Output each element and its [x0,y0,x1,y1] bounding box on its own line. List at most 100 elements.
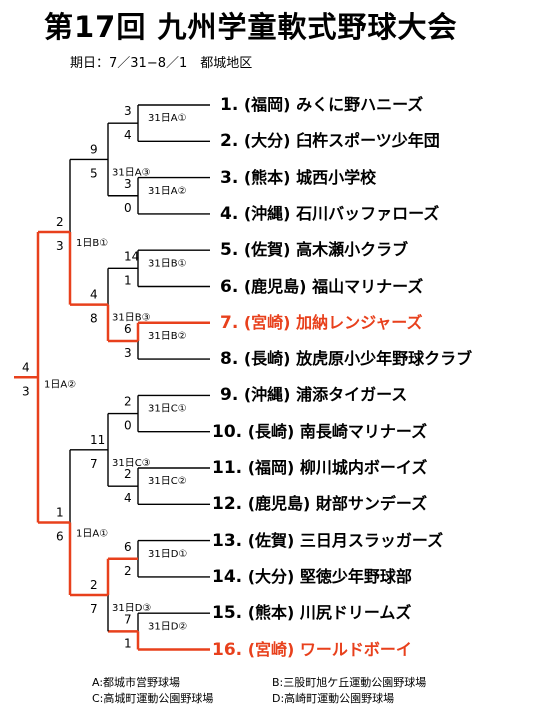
team-entry: 7. (宮崎) 加納レンジャーズ [220,313,422,333]
team-prefecture: (沖縄) [238,203,297,223]
team-name: 浦添タイガース [296,385,408,405]
team-name: 福山マリナーズ [312,276,424,296]
score-semi-top: 2 [56,215,64,229]
team-entry: 9. (沖縄) 浦添タイガース [220,385,407,405]
team-name: 高木瀬小クラブ [296,240,409,260]
legend-venue-b: B:三股町旭ケ丘運動公園野球場 [272,676,427,689]
score-r1-top: 14 [124,249,139,263]
game-label-r1: 31日B② [148,331,187,342]
score-r2-top: 9 [90,142,98,156]
team-prefecture: (宮崎) [242,639,300,659]
team-name: 財部サンデーズ [315,494,428,514]
tournament-dates: 期日：7／31−8／1 都城地区 [70,56,253,71]
game-label-r1: 31日C② [148,476,187,487]
game-label-r2: 31日A③ [112,167,151,178]
team-seed: 3. [220,167,239,188]
team-prefecture: (佐賀) [238,240,297,260]
game-label-r1: 31日D① [148,549,187,560]
team-entry: 12. (鹿児島) 財部サンデーズ [212,494,427,514]
score-r1-top: 6 [124,540,132,554]
score-r2-bottom: 7 [90,602,98,616]
score-semi-top: 1 [56,505,64,519]
team-seed: 15. [212,603,243,624]
team-entry: 15. (熊本) 川尻ドリームズ [212,603,411,623]
team-entry: 13. (佐賀) 三日月スラッガーズ [212,531,443,551]
team-entry: 11. (福岡) 柳川城内ボーイズ [212,458,427,478]
score-r2-top: 4 [90,288,98,302]
team-entry: 10. (長崎) 南長崎マリナーズ [212,422,427,442]
score-r1-bottom: 1 [124,273,132,287]
team-prefecture: (鹿児島) [238,276,313,296]
score-r1-bottom: 3 [124,346,132,360]
team-name: ワールドボーイ [299,639,412,659]
team-prefecture: (熊本) [242,603,300,623]
score-r1-bottom: 4 [124,128,132,142]
score-r1-bottom: 4 [124,491,132,505]
team-seed: 6. [220,276,239,297]
score-r1-top: 3 [124,104,132,118]
game-label-semi: 1日A① [76,528,108,539]
team-entry: 6. (鹿児島) 福山マリナーズ [220,277,423,297]
score-r1-bottom: 1 [124,636,132,650]
team-entry: 8. (長崎) 放虎原小少年野球クラブ [220,349,472,369]
game-label-final: 1日A② [44,379,76,390]
score-semi-bottom: 3 [56,239,64,253]
team-seed: 8. [220,349,239,370]
team-seed: 5. [220,240,239,261]
team-seed: 16. [212,639,243,660]
team-name: みくに野ハニーズ [296,95,424,114]
team-prefecture: (大分) [242,566,300,586]
team-entry: 2. (大分) 臼杵スポーツ少年団 [220,131,440,151]
score-r1-top: 6 [124,322,132,336]
score-r1-bottom: 2 [124,564,132,578]
score-r2-bottom: 8 [90,312,98,326]
score-r1-top: 7 [124,612,132,626]
team-seed: 13. [212,530,243,551]
score-r1-bottom: 0 [124,201,132,215]
team-seed: 14. [212,566,243,587]
game-label-r1: 31日A② [148,186,187,197]
team-seed: 2. [220,131,239,152]
team-seed: 1. [220,95,239,115]
team-name: 臼杵スポーツ少年団 [296,131,440,151]
team-seed: 12. [212,494,243,515]
team-name: 石川バッファローズ [296,203,440,223]
team-entry: 16. (宮崎) ワールドボーイ [212,640,412,660]
score-final-top: 4 [22,360,30,374]
score-r2-bottom: 5 [90,166,98,180]
team-prefecture: (長崎) [242,421,300,441]
score-final-bottom: 3 [22,384,30,398]
team-seed: 9. [220,385,239,406]
score-r2-top: 11 [90,433,105,447]
team-seed: 7. [220,312,239,333]
game-label-r1: 31日B① [148,258,187,269]
team-entry: 5. (佐賀) 高木瀬小クラブ [220,240,408,260]
team-prefecture: (佐賀) [242,530,300,550]
team-prefecture: (鹿児島) [242,494,316,514]
team-prefecture: (沖縄) [238,385,297,405]
team-entry: 3. (熊本) 城西小学校 [220,168,376,188]
team-name: 南長崎マリナーズ [299,421,428,441]
game-label-semi: 1日B① [76,238,108,249]
team-name: 城西小学校 [296,167,377,187]
team-seed: 11. [212,458,243,478]
team-name: 柳川城内ボーイズ [299,458,428,477]
team-prefecture: (熊本) [238,167,297,187]
score-r1-top: 2 [124,395,132,409]
game-label-r1: 31日A① [148,113,187,124]
score-r1-bottom: 0 [124,419,132,433]
team-prefecture: (福岡) [238,95,297,114]
team-entry: 4. (沖縄) 石川バッファローズ [220,204,439,224]
page-title: 第17回 九州学童軟式野球大会 [44,10,458,44]
team-name: 川尻ドリームズ [299,603,412,623]
team-name: 放虎原小少年野球クラブ [296,349,473,369]
team-entry: 1. (福岡) みくに野ハニーズ [220,95,423,115]
score-r1-top: 2 [124,467,132,481]
game-label-r2: 31日C③ [112,458,151,469]
team-prefecture: (大分) [238,131,297,151]
legend-venue-d: D:高崎町運動公園野球場 [272,692,395,705]
team-prefecture: (福岡) [242,458,300,477]
score-r2-top: 2 [90,578,98,592]
game-label-r1: 31日C① [148,404,187,415]
